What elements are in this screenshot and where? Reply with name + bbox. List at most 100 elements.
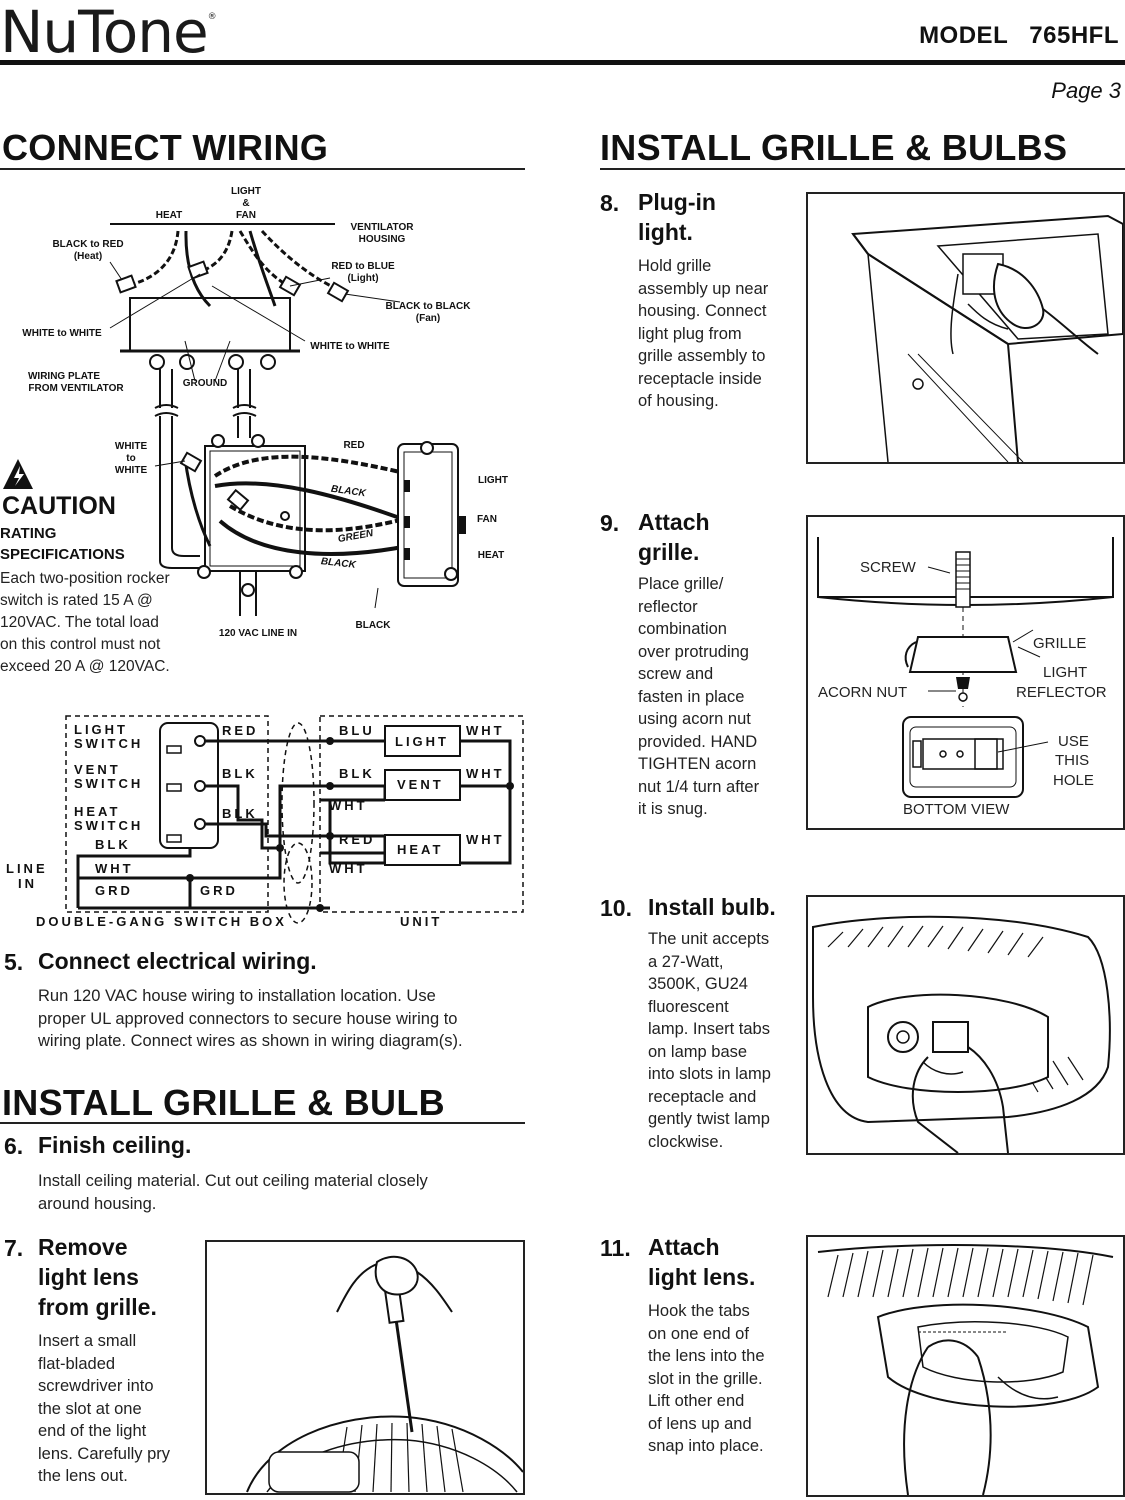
step-11-illustration — [806, 1235, 1125, 1497]
svg-text:IN: IN — [18, 876, 37, 891]
svg-text:WHT: WHT — [329, 798, 368, 813]
step-9-title: Attach grille. — [638, 509, 710, 565]
svg-text:GRILLE: GRILLE — [1033, 635, 1086, 652]
svg-text:BLU: BLU — [339, 723, 375, 738]
svg-text:LIGHT: LIGHT — [395, 734, 449, 749]
step-6-number: 6. — [4, 1133, 24, 1159]
svg-text:SWITCH: SWITCH — [74, 776, 143, 791]
svg-text:GREEN: GREEN — [337, 528, 375, 545]
svg-text:VENTILATOR: VENTILATOR — [351, 222, 415, 233]
svg-text:WHT: WHT — [466, 832, 505, 847]
step-5-title: Connect electrical wiring. — [38, 948, 317, 974]
caution-body: Each two-position rocker switch is rated… — [0, 570, 170, 675]
caution-title: CAUTION — [2, 492, 116, 520]
svg-text:BLK: BLK — [222, 806, 258, 821]
section-title-install-grille-bulb: INSTALL GRILLE & BULB — [2, 1082, 445, 1123]
step-8-illustration — [806, 192, 1125, 464]
svg-text:FAN: FAN — [236, 210, 256, 221]
step-8-title: Plug-in light. — [638, 189, 716, 245]
svg-text:HEAT: HEAT — [478, 550, 504, 561]
svg-text:120 VAC LINE IN: 120 VAC LINE IN — [219, 628, 297, 639]
svg-text:VENT: VENT — [74, 762, 121, 777]
section-rule — [0, 1122, 525, 1124]
svg-text:HEAT: HEAT — [397, 842, 443, 857]
svg-text:WHITE to WHITE: WHITE to WHITE — [310, 341, 390, 352]
step-7-body: Insert a small flat-bladed screwdriver i… — [38, 1332, 171, 1485]
svg-text:WHITE: WHITE — [115, 465, 148, 476]
step-5-number: 5. — [4, 949, 24, 975]
svg-text:RED: RED — [339, 832, 375, 847]
svg-text:ACORN NUT: ACORN NUT — [818, 684, 907, 701]
svg-text:SWITCH: SWITCH — [74, 818, 143, 833]
step-8-number: 8. — [600, 190, 620, 216]
svg-text:to: to — [126, 453, 135, 464]
svg-text:HEAT: HEAT — [74, 804, 120, 819]
svg-text:HOLE: HOLE — [1053, 772, 1094, 789]
svg-text:LINE: LINE — [6, 861, 48, 876]
svg-text:WHT: WHT — [466, 766, 505, 781]
step-10-number: 10. — [600, 895, 632, 921]
section-rule — [0, 168, 525, 170]
step-7-title: Remove light lens from grille. — [38, 1234, 157, 1320]
model-number: MODEL 765HFL — [919, 22, 1119, 49]
header-rule — [0, 60, 1125, 65]
svg-text:BLK: BLK — [339, 766, 375, 781]
svg-text:THIS: THIS — [1055, 752, 1089, 769]
svg-text:BLACK: BLACK — [320, 556, 357, 571]
svg-text:USE: USE — [1058, 733, 1089, 750]
step-11-body: Hook the tabs on one end of the lens int… — [648, 1302, 765, 1455]
svg-text:(Fan): (Fan) — [416, 313, 440, 324]
page-number: Page 3 — [1051, 78, 1121, 103]
svg-text:FROM VENTILATOR: FROM VENTILATOR — [28, 383, 124, 394]
svg-text:BLACK: BLACK — [330, 484, 367, 500]
svg-text:LIGHT: LIGHT — [231, 186, 261, 197]
caution-subtitle: RATING SPECIFICATIONS — [0, 525, 125, 563]
svg-text:RED: RED — [343, 440, 364, 451]
step-5-body: Run 120 VAC house wiring to installation… — [38, 987, 463, 1050]
svg-text:LIGHT: LIGHT — [478, 475, 508, 486]
svg-text:RED: RED — [222, 723, 258, 738]
label-heat: HEAT — [156, 210, 182, 221]
svg-text:(Light): (Light) — [347, 273, 378, 284]
step-9-number: 9. — [600, 510, 620, 536]
svg-text:WHITE: WHITE — [115, 441, 148, 452]
svg-text:BOTTOM VIEW: BOTTOM VIEW — [903, 801, 1010, 818]
svg-text:WIRING PLATE: WIRING PLATE — [28, 371, 100, 382]
svg-text:LIGHT: LIGHT — [74, 722, 128, 737]
step-10-title: Install bulb. — [648, 894, 776, 920]
step-9-body: Place grille/ reflector combination over… — [638, 575, 760, 818]
step-11-number: 11. — [600, 1235, 631, 1261]
section-title-install-grille-bulbs: INSTALL GRILLE & BULBS — [600, 127, 1068, 168]
step-6-title: Finish ceiling. — [38, 1132, 192, 1158]
svg-text:BLK: BLK — [222, 766, 258, 781]
svg-text:GROUND: GROUND — [183, 378, 227, 389]
svg-text:RED to BLUE: RED to BLUE — [331, 261, 395, 272]
svg-text:BLK: BLK — [95, 837, 131, 852]
step-11-title: Attach light lens. — [648, 1234, 756, 1290]
svg-text:&: & — [242, 198, 249, 209]
svg-text:BLACK to BLACK: BLACK to BLACK — [386, 301, 472, 312]
svg-text:DOUBLE-GANG SWITCH BOX: DOUBLE-GANG SWITCH BOX — [36, 914, 287, 929]
svg-text:UNIT: UNIT — [400, 914, 442, 929]
svg-text:HOUSING: HOUSING — [359, 234, 406, 245]
svg-text:VENT: VENT — [397, 777, 444, 792]
svg-text:WHITE to WHITE: WHITE to WHITE — [22, 328, 102, 339]
svg-text:SWITCH: SWITCH — [74, 736, 143, 751]
section-rule — [600, 168, 1125, 170]
svg-text:BLACK: BLACK — [356, 620, 392, 631]
svg-text:BLACK to RED: BLACK to RED — [52, 239, 123, 250]
step-10-body: The unit accepts a 27-Watt, 3500K, GU24 … — [648, 930, 771, 1151]
wiring-diagram: HEAT LIGHT & FAN VENTILATOR HOUSING BLAC… — [3, 186, 508, 639]
svg-text:WHT: WHT — [329, 861, 368, 876]
svg-text:(Heat): (Heat) — [74, 251, 102, 262]
svg-text:WHT: WHT — [466, 723, 505, 738]
svg-text:REFLECTOR: REFLECTOR — [1016, 684, 1107, 701]
svg-text:FAN: FAN — [477, 514, 497, 525]
svg-text:GRD: GRD — [200, 883, 238, 898]
svg-text:WHT: WHT — [95, 861, 134, 876]
step-7-number: 7. — [4, 1235, 24, 1261]
step-6-body: Install ceiling material. Cut out ceilin… — [38, 1172, 428, 1213]
svg-text:LIGHT: LIGHT — [1043, 664, 1087, 681]
step-10-illustration — [806, 895, 1125, 1155]
svg-text:SCREW: SCREW — [860, 559, 917, 576]
